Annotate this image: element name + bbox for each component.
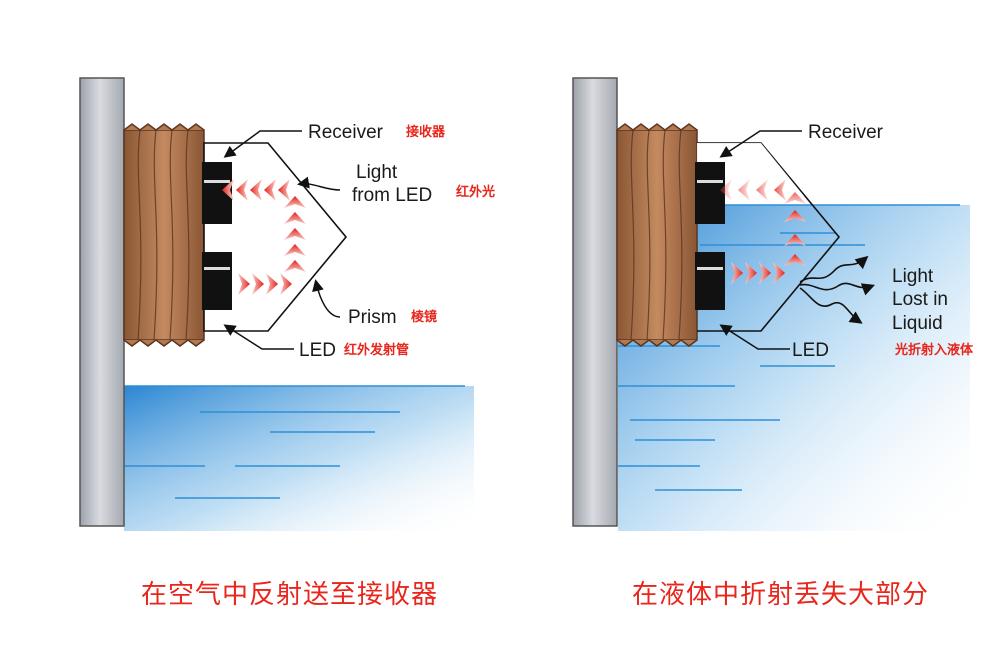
tank-wall-right bbox=[572, 77, 618, 527]
liquid-lines-right bbox=[618, 204, 960, 491]
left-panel: Receiver 接收器 Light from LED 红外光 Prism 棱镜… bbox=[79, 77, 495, 531]
light-cn-label: 红外光 bbox=[456, 184, 495, 200]
liquid-lines bbox=[124, 385, 465, 499]
receiver-cn-label: 接收器 bbox=[406, 124, 446, 140]
left-caption: 在空气中反射送至接收器 bbox=[141, 580, 439, 610]
lost-label-line2: Lost in bbox=[892, 289, 948, 310]
threaded-body bbox=[123, 123, 205, 347]
led-block-right bbox=[695, 252, 725, 310]
receiver-leader-line-right bbox=[719, 130, 802, 158]
threaded-body-right bbox=[616, 123, 698, 347]
prism-cn-label: 棱镜 bbox=[411, 309, 437, 325]
prism-leader-line bbox=[312, 279, 341, 318]
receiver-block-right bbox=[695, 162, 725, 224]
receiver-leader-line bbox=[223, 130, 302, 158]
led-cn-label: 红外发射管 bbox=[344, 342, 409, 358]
prism-label: Prism bbox=[348, 307, 397, 328]
receiver-label-right: Receiver bbox=[808, 122, 884, 143]
refracted-light-arrows bbox=[799, 255, 875, 324]
liquid-body bbox=[124, 386, 474, 531]
receiver-label: Receiver bbox=[308, 122, 384, 143]
led-leader-line bbox=[223, 324, 294, 350]
light-leader-line bbox=[297, 176, 341, 191]
lost-label-line3: Liquid bbox=[892, 313, 943, 334]
lost-cn-label: 光折射入液体 bbox=[894, 342, 974, 358]
led-label: LED bbox=[299, 340, 336, 361]
light-label-line1: Light bbox=[356, 162, 398, 183]
led-block bbox=[202, 252, 232, 310]
lost-label-line1: Light bbox=[892, 266, 934, 287]
right-panel: Receiver Light Lost in Liquid 光折射入液体 LED bbox=[572, 77, 974, 531]
tank-wall bbox=[79, 77, 125, 527]
led-label-right: LED bbox=[792, 340, 829, 361]
led-leader-line-right bbox=[719, 324, 790, 350]
right-caption: 在液体中折射丢失大部分 bbox=[632, 580, 930, 610]
light-label-line2: from LED bbox=[352, 185, 432, 206]
